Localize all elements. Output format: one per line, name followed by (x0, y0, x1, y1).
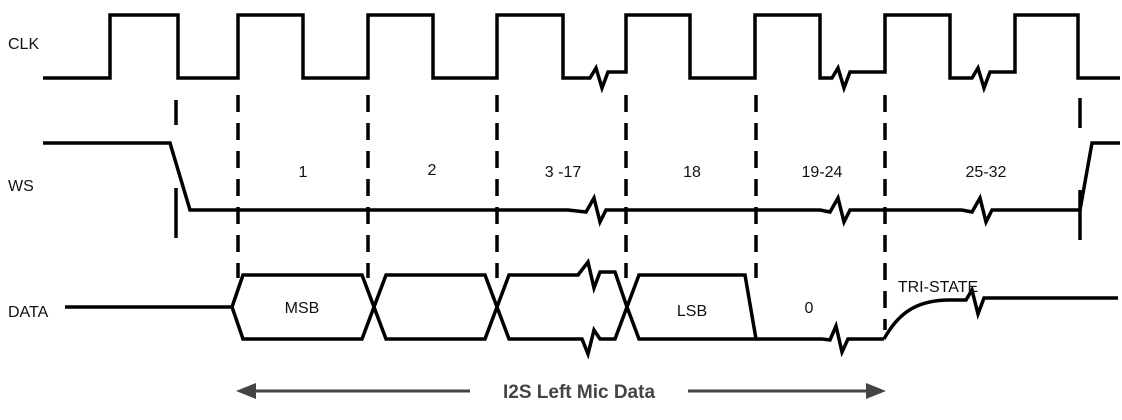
tristate-label: TRI-STATE (898, 279, 978, 296)
clk-waveform (43, 13, 1120, 94)
zero-label: 0 (805, 300, 814, 317)
slot-label-2: 2 (428, 162, 437, 179)
msb-label: MSB (285, 300, 320, 317)
slot-labels: 1 2 3 -17 18 19-24 25-32 (299, 162, 1007, 181)
slot-label-1: 1 (299, 164, 308, 181)
slot-label-19-24: 19-24 (802, 164, 843, 181)
slot-label-18: 18 (683, 164, 701, 181)
arrow-right-icon (866, 383, 886, 399)
caption-arrow (236, 383, 886, 399)
arrow-left-icon (236, 383, 256, 399)
slot-label-25-32: 25-32 (966, 164, 1007, 181)
lsb-label: LSB (677, 303, 707, 320)
clk-label: CLK (8, 36, 39, 53)
diagram-caption: I2S Left Mic Data (503, 382, 655, 403)
bit-boundaries (174, 95, 1082, 330)
data-label: DATA (8, 304, 49, 321)
data-waveform (65, 257, 1118, 360)
ws-waveform (43, 141, 1120, 228)
slot-label-3-17: 3 -17 (545, 164, 582, 181)
ws-label: WS (8, 178, 34, 195)
